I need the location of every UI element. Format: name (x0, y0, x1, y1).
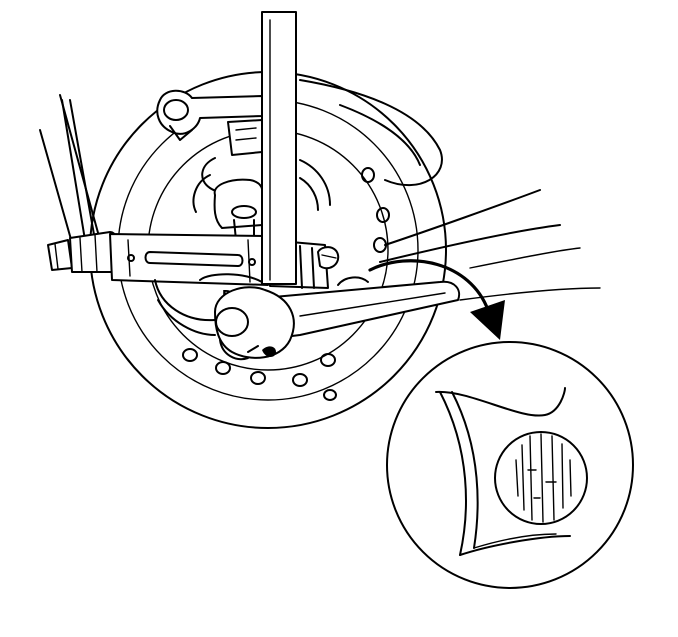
strut-rod (261, 11, 297, 285)
lower-ball-joint (154, 279, 295, 360)
stabilizer-link (39, 94, 101, 251)
stud-texture (515, 433, 572, 523)
callout-arrow (368, 259, 505, 340)
detail-inset (386, 341, 634, 589)
tire-outline (299, 79, 601, 301)
